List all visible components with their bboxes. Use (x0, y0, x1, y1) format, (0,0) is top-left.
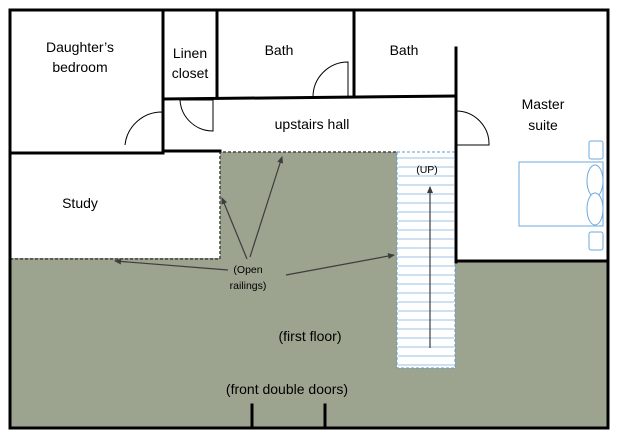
master-suite-label-line2: suite (528, 117, 558, 133)
linen-closet-label-line2: closet (172, 65, 209, 81)
linen-closet-label-line1: Linen (173, 45, 207, 61)
door-swing-icon (312, 61, 349, 98)
interior-walls (8, 8, 610, 430)
door-swing-icon (455, 110, 490, 146)
daughters-bedroom-label-line2: bedroom (52, 59, 107, 75)
bath-left-label: Bath (265, 42, 294, 58)
arrow-icon (249, 156, 284, 258)
staircase (396, 151, 456, 369)
arrow-icon (285, 253, 395, 276)
railing-arrows (114, 156, 395, 276)
arrow-icon (114, 258, 229, 271)
first-floor-label: (first floor) (279, 328, 342, 344)
door-swing-icon (124, 111, 163, 146)
open-railings-label-line2: railings) (230, 280, 267, 292)
upstairs-hall-label: upstairs hall (275, 116, 350, 132)
outer-wall (8, 8, 610, 430)
open-to-below-area (10, 152, 608, 428)
arrow-icon (221, 197, 248, 260)
open-railings-label-line1: (Open (233, 264, 262, 276)
door-swing-icon (179, 99, 214, 132)
front-double-doors-label: (front double doors) (226, 381, 348, 397)
bed-icon (518, 140, 604, 251)
master-suite-label-line1: Master (522, 96, 565, 112)
daughters-bedroom-label-line1: Daughter’s (46, 39, 114, 55)
bath-right-label: Bath (390, 42, 419, 58)
stairs-up-label: (UP) (416, 164, 438, 176)
study-label: Study (62, 195, 98, 211)
